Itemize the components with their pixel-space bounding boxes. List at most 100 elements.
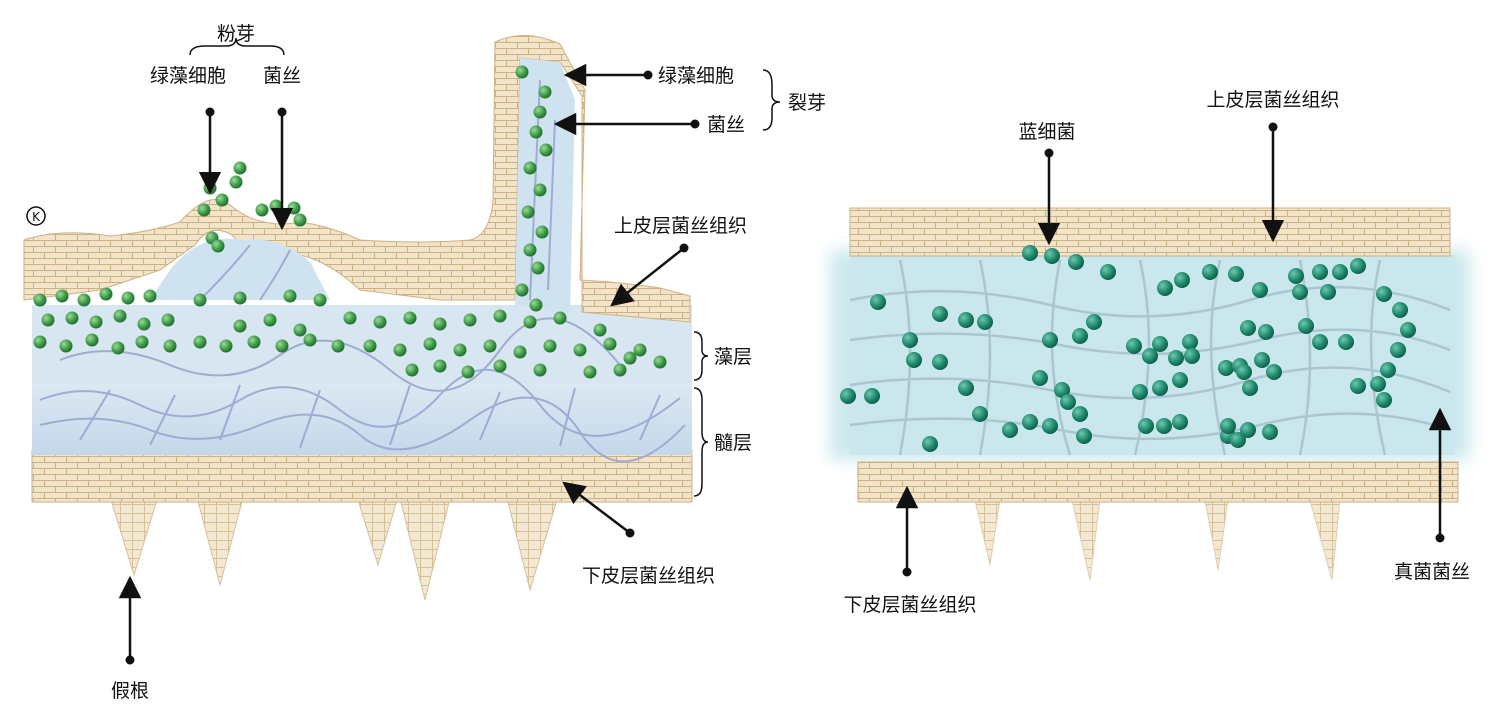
green-alga-cell bbox=[33, 293, 47, 307]
right-cyanobacteria bbox=[840, 245, 1416, 452]
cyanobacterium-cell bbox=[864, 388, 880, 404]
green-alga-cell bbox=[533, 105, 547, 119]
cyanobacterium-cell bbox=[958, 380, 974, 396]
left-upper-cortex bbox=[23, 34, 691, 323]
isidium-algal-cell-label: 绿藻细胞 bbox=[658, 65, 734, 87]
right-upper-cortex-label: 上皮层菌丝组织 bbox=[1206, 89, 1339, 111]
algal-layer-label: 藻层 bbox=[714, 346, 752, 368]
left-upper-cortex-annotation: 上皮层菌丝组织 bbox=[610, 215, 747, 307]
green-alga-cell bbox=[533, 363, 547, 377]
cyanobacterium-cell bbox=[1312, 264, 1328, 280]
cyanobacterium-cell bbox=[1142, 348, 1158, 364]
cyanobacterium-cell bbox=[1100, 264, 1116, 280]
green-alga-cell bbox=[538, 85, 552, 99]
soredium-annotation: 粉芽 绿藻细胞 菌丝 bbox=[150, 23, 301, 231]
cyanobacterium-cell bbox=[1152, 380, 1168, 396]
green-alga-cell bbox=[633, 343, 647, 357]
cyanobacterium-cell bbox=[1076, 428, 1092, 444]
cyanobacterium-cell bbox=[1350, 258, 1366, 274]
green-alga-cell bbox=[215, 193, 229, 207]
green-alga-cell bbox=[293, 323, 307, 337]
isidium-hypha-label: 菌丝 bbox=[707, 114, 745, 136]
cyanobacterium-cell bbox=[1254, 352, 1270, 368]
green-alga-cell bbox=[121, 291, 135, 305]
green-alga-cell bbox=[535, 225, 549, 239]
cyanobacterium-cell bbox=[1370, 376, 1386, 392]
cyanobacterium-cell bbox=[1072, 328, 1088, 344]
cyanobacterium-cell bbox=[1400, 322, 1416, 338]
green-alga-cell bbox=[233, 291, 247, 305]
cyanobacterium-cell bbox=[1157, 280, 1173, 296]
cyanobacterium-cell bbox=[977, 314, 993, 330]
green-alga-cell bbox=[263, 313, 277, 327]
right-upper-cortex bbox=[849, 207, 1451, 257]
green-alga-cell bbox=[533, 183, 547, 197]
cyanobacterium-cell bbox=[1220, 418, 1236, 434]
green-alga-cell bbox=[287, 201, 301, 215]
cyanobacterium-cell bbox=[1060, 394, 1076, 410]
green-alga-cell bbox=[623, 351, 637, 365]
svg-text:K: K bbox=[32, 210, 41, 224]
cyanobacteria-label: 蓝细菌 bbox=[1018, 121, 1075, 143]
left-upper-cortex-label: 上皮层菌丝组织 bbox=[614, 215, 747, 237]
green-alga-cell bbox=[343, 311, 357, 325]
cyanobacterium-cell bbox=[906, 352, 922, 368]
cyanobacterium-cell bbox=[1266, 364, 1282, 380]
green-alga-cell bbox=[539, 143, 553, 157]
cyanobacterium-cell bbox=[1156, 418, 1172, 434]
green-alga-cell bbox=[373, 315, 387, 329]
green-alga-cell bbox=[219, 339, 233, 353]
green-alga-cell bbox=[613, 363, 627, 377]
green-alga-cell bbox=[283, 289, 297, 303]
cyanobacterium-cell bbox=[1350, 378, 1366, 394]
layer-braces: 藻层 髓层 bbox=[693, 331, 752, 497]
green-alga-cell bbox=[137, 317, 151, 331]
green-alga-cell bbox=[247, 335, 261, 349]
green-alga-cell bbox=[65, 311, 79, 325]
cyanobacterium-cell bbox=[1392, 302, 1408, 318]
green-alga-cell bbox=[583, 365, 597, 379]
green-alga-cell bbox=[233, 319, 247, 333]
cyanobacterium-cell bbox=[958, 312, 974, 328]
green-alga-cell bbox=[363, 339, 377, 353]
cyanobacterium-cell bbox=[1152, 336, 1168, 352]
cyanobacterium-cell bbox=[1240, 320, 1256, 336]
cyanobacterium-cell bbox=[1312, 334, 1328, 350]
cyanobacterium-cell bbox=[1380, 362, 1396, 378]
fungal-hyphae-label: 真菌菌丝 bbox=[1394, 561, 1470, 583]
cyanobacterium-cell bbox=[1390, 342, 1406, 358]
green-alga-cell bbox=[493, 309, 507, 323]
right-diagram: 蓝细菌 上皮层菌丝组织 下皮层菌丝组织 真菌菌丝 bbox=[830, 89, 1470, 616]
green-alga-cell bbox=[313, 293, 327, 307]
green-alga-cell bbox=[331, 339, 345, 353]
green-alga-cell bbox=[111, 341, 125, 355]
right-lower-cortex-label: 下皮层菌丝组织 bbox=[843, 594, 976, 616]
cyanobacterium-cell bbox=[1174, 272, 1190, 288]
green-alga-cell bbox=[55, 289, 69, 303]
right-lower-cortex bbox=[857, 461, 1459, 503]
cyanobacterium-cell bbox=[1068, 254, 1084, 270]
cyanobacterium-cell bbox=[972, 406, 988, 422]
green-alga-cell bbox=[515, 283, 529, 297]
cyanobacterium-cell bbox=[932, 354, 948, 370]
green-alga-cell bbox=[85, 333, 99, 347]
cyanobacterium-cell bbox=[1376, 392, 1392, 408]
rhizine-annotation: 假根 bbox=[111, 575, 149, 702]
cyanobacterium-cell bbox=[1288, 268, 1304, 284]
cyanobacterium-cell bbox=[1338, 334, 1354, 350]
green-alga-cell bbox=[653, 355, 667, 369]
cyanobacterium-cell bbox=[1332, 264, 1348, 280]
cyanobacteria-annotation: 蓝细菌 bbox=[1018, 121, 1076, 246]
green-alga-cell bbox=[143, 289, 157, 303]
cyanobacterium-cell bbox=[1126, 338, 1142, 354]
left-lower-cortex-annotation: 下皮层菌丝组织 bbox=[562, 481, 715, 587]
cyanobacterium-cell bbox=[1228, 266, 1244, 282]
left-lower-cortex bbox=[31, 449, 693, 503]
green-alga-cell bbox=[193, 335, 207, 349]
cyanobacterium-cell bbox=[1376, 286, 1392, 302]
green-alga-cell bbox=[573, 343, 587, 357]
cyanobacterium-cell bbox=[932, 306, 948, 322]
cyanobacterium-cell bbox=[1032, 370, 1048, 386]
green-alga-cell bbox=[523, 243, 537, 257]
